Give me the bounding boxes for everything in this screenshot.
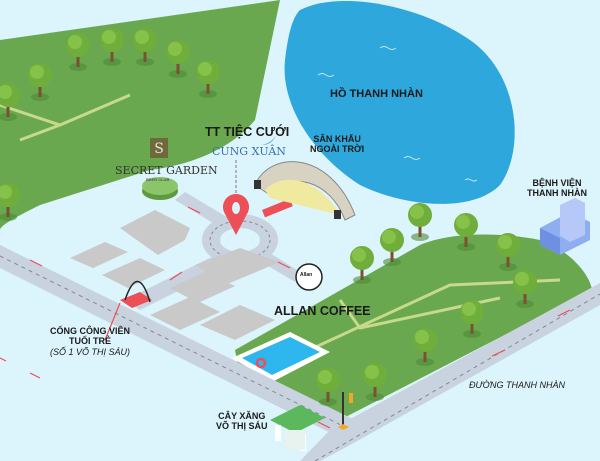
- swimming-pool: [242, 337, 320, 375]
- cung-xuan-logo: [262, 135, 276, 145]
- lifebuoy-icon: [255, 357, 267, 369]
- gas-label-line2: VÕ THỊ SÁU: [216, 421, 268, 432]
- allan-coffee-logo: [295, 263, 323, 291]
- tree-icon: [513, 270, 537, 308]
- tree-icon: [100, 28, 124, 66]
- gate-label-line2: TUỔI TRẺ: [69, 336, 111, 347]
- tree-icon: [413, 328, 437, 366]
- tree-icon: [0, 83, 20, 121]
- tree-icon: [133, 28, 157, 66]
- tree-icon: [454, 213, 478, 251]
- tree-icon: [496, 233, 520, 271]
- tree-icon: [166, 40, 190, 78]
- allan-coffee-label: ALLAN COFFEE: [274, 304, 371, 318]
- gate-label-line1: CỔNG CÔNG VIÊN: [50, 326, 131, 336]
- wedding-center-label: TT TIỆC CƯỚI: [205, 125, 290, 139]
- tree-icon: [196, 60, 220, 98]
- secret-garden-logo: [150, 138, 168, 158]
- hospital-label-line2: THANH NHÀN: [527, 188, 587, 199]
- secret-garden-sub: BEER CLUB: [146, 177, 170, 182]
- tree-icon: [350, 246, 374, 284]
- park-top-left: [0, 0, 280, 230]
- lake-thanh-nhan: [284, 1, 515, 204]
- allan-badge-text: Allan: [300, 272, 313, 278]
- park-path: [0, 93, 131, 142]
- tree-icon: [66, 33, 90, 71]
- gas-station: [270, 405, 325, 451]
- stage-walkway: [261, 198, 293, 218]
- tree-icon: [363, 363, 387, 401]
- hospital-label-line1: BỆNH VIỆN: [532, 178, 582, 188]
- tree-icon: [316, 368, 340, 406]
- hospital-building: [540, 198, 590, 255]
- tree-icon: [460, 300, 484, 338]
- road-thanh-nhan[interactable]: [300, 283, 600, 461]
- gas-label-line1: CÂY XĂNG: [218, 411, 266, 421]
- lake-label: HỒ THANH NHÀN: [330, 88, 423, 100]
- svg-text:S: S: [154, 141, 164, 157]
- stage-label-line1: SÂN KHẤU: [313, 134, 361, 144]
- location-pin-icon[interactable]: [223, 194, 249, 235]
- secret-garden-label: SECRET GARDEN: [115, 164, 218, 177]
- stage-label-line2: NGOÀI TRỜI: [310, 144, 365, 155]
- street-label: ĐƯỜNG THANH NHÀN: [469, 380, 565, 390]
- tree-icon: [408, 203, 432, 241]
- building-blocks: [70, 210, 280, 340]
- tree-icon: [0, 183, 20, 221]
- tree-icon: [380, 228, 404, 266]
- direction-arrows: [0, 206, 571, 429]
- park-gate: [120, 292, 152, 308]
- water-ripples: [317, 46, 478, 182]
- gate-label-line3: (SỐ 1 VÕ THỊ SÁU): [50, 346, 131, 357]
- tree-icon: [28, 63, 52, 101]
- cung-xuan-brand: CUNG XUÂN: [212, 145, 286, 158]
